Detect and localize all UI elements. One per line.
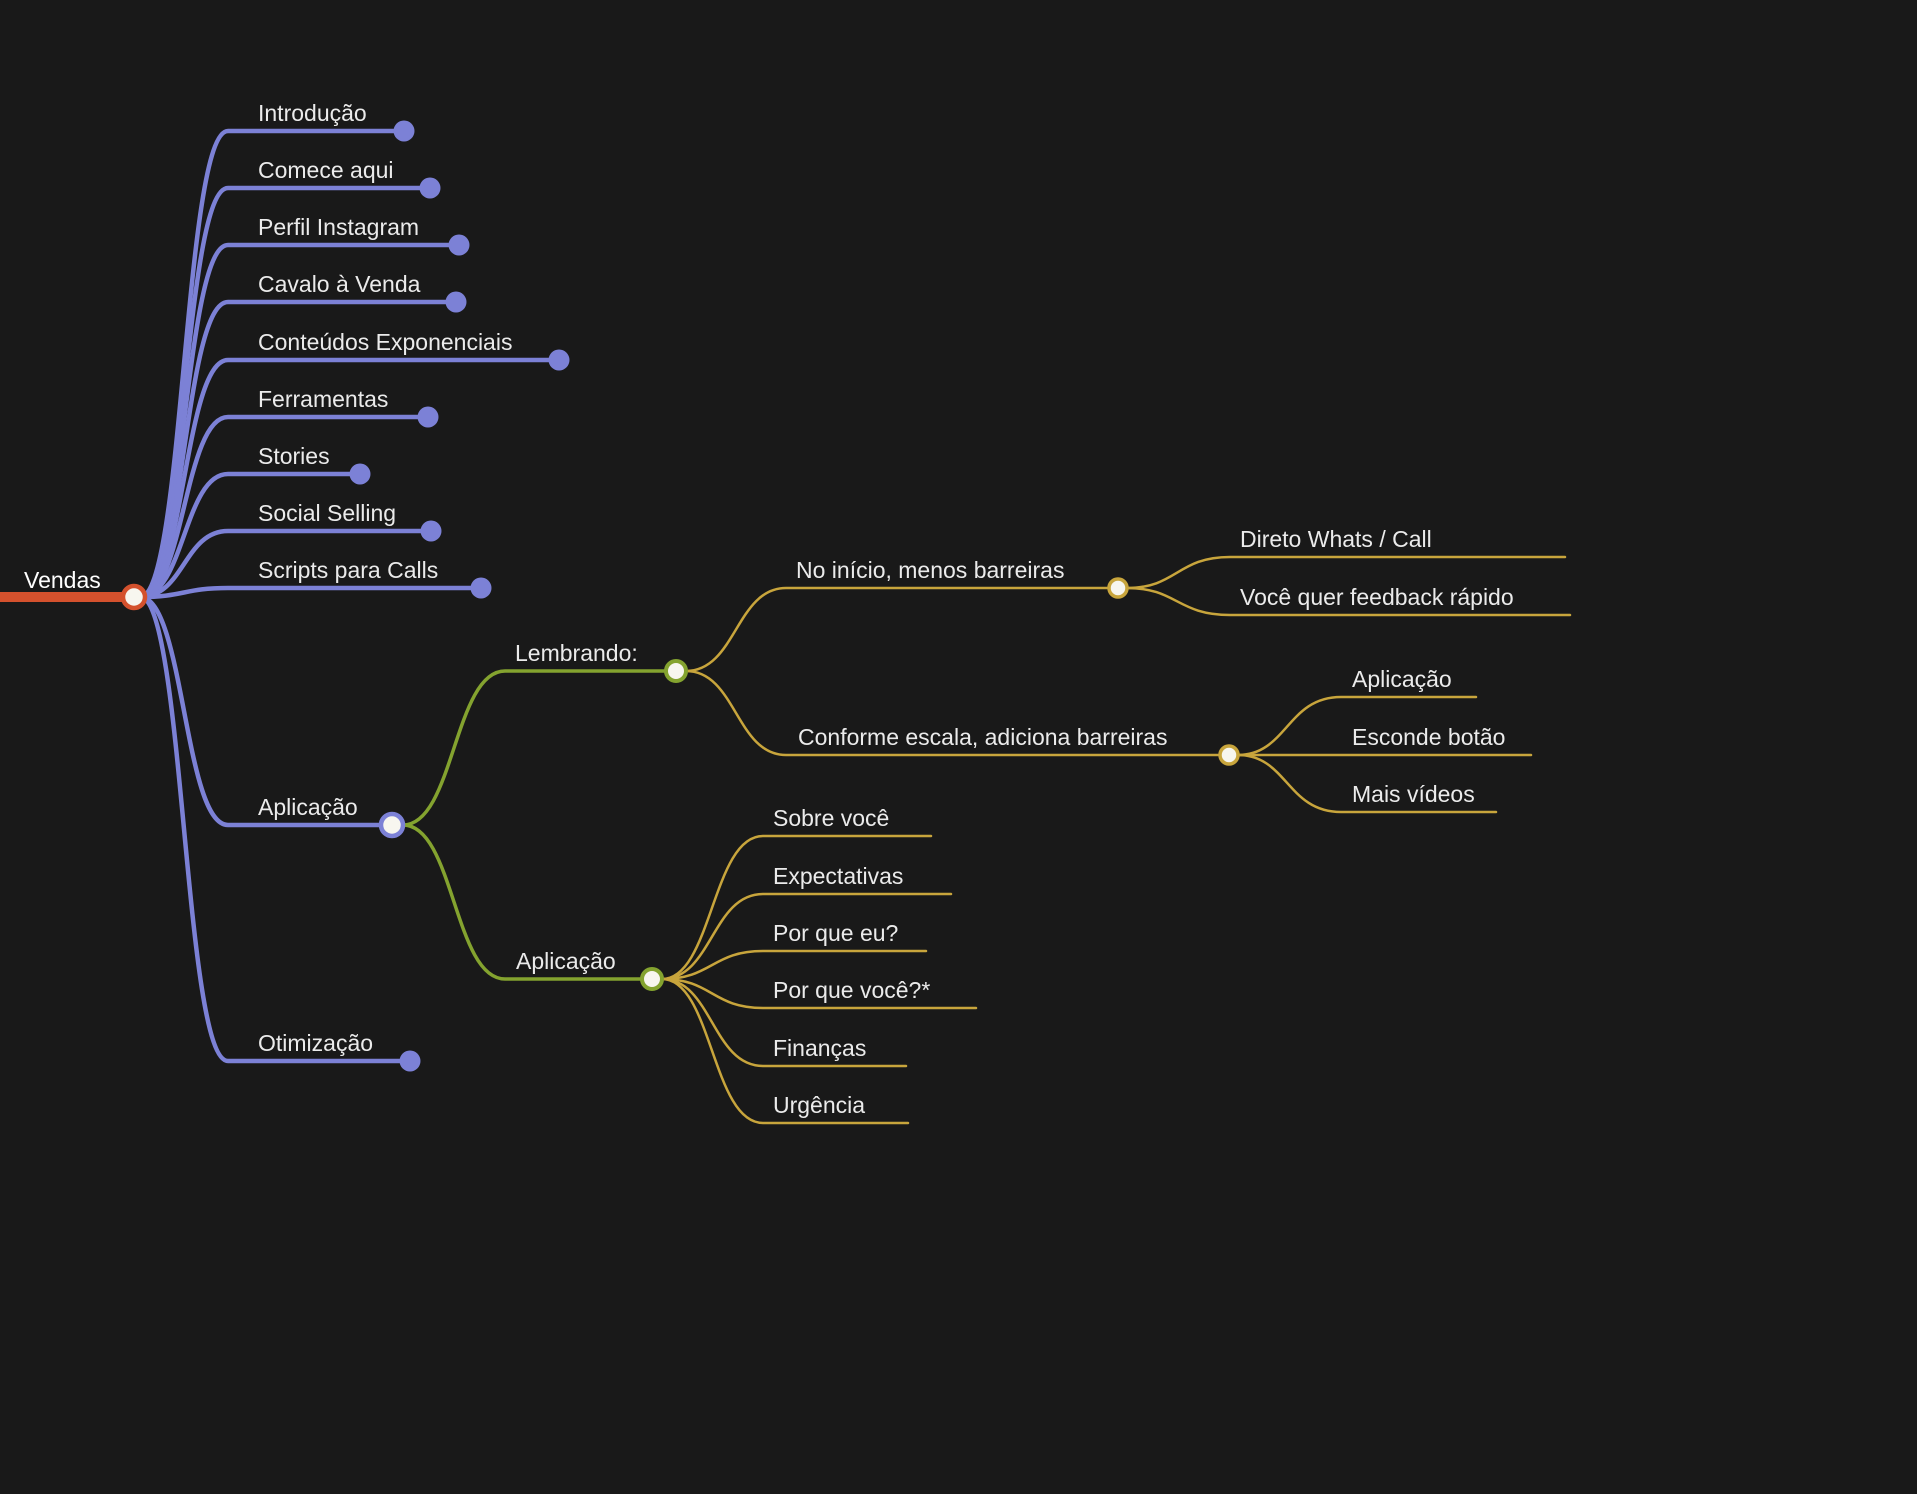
node-label-direto-whats-call[interactable]: Direto Whats / Call [1240,526,1432,552]
branch-ferramentas [137,414,431,600]
node-circle-conforme-escala[interactable] [1218,744,1240,766]
branch-lembrando [401,669,667,827]
node-circle-no-inicio[interactable] [1107,577,1129,599]
node-label-perfil-instagram[interactable]: Perfil Instagram [258,214,420,240]
node-label-sobre-voce[interactable]: Sobre você [773,805,890,831]
leaf-dot-cavalo-a-venda [445,291,467,313]
node-label-aplicacao[interactable]: Aplicação [258,794,358,820]
node-label-esconde-botao[interactable]: Esconde botão [1352,724,1506,750]
node-circle-aplicacao-2[interactable] [640,967,664,991]
leaf-dot-comece-aqui [419,177,441,199]
node-label-por-que-eu[interactable]: Por que eu? [773,920,899,946]
leaf-dot-perfil-instagram [448,234,470,256]
leaf-dot-introducao [393,120,415,142]
branch-social-selling [137,528,434,600]
branch-sobre-voce [660,834,933,981]
node-label-mais-videos[interactable]: Mais vídeos [1352,781,1475,807]
node-label-conforme-escala-adiciona-barreiras[interactable]: Conforme escala, adiciona barreiras [798,724,1168,750]
node-circle-aplicacao[interactable] [378,811,406,839]
node-label-conteudos-exponenciais[interactable]: Conteúdos Exponenciais [258,329,513,355]
branch-no-inicio-menos-barreiras [684,586,1109,673]
node-label-aplicacao-2[interactable]: Aplicação [516,948,616,974]
branch-expectativas [660,892,953,981]
branch-direto-whats-call [1125,555,1567,590]
branch-mais-videos [1236,753,1498,814]
branch-voce-quer-feedback-rapido [1125,586,1572,617]
branch-otimizacao [137,594,413,1064]
node-label-aplicacao-3[interactable]: Aplicação [1352,666,1452,692]
node-label-stories[interactable]: Stories [258,443,330,469]
leaf-dot-conteudos-exponenciais [548,349,570,371]
node-circle-vendas[interactable] [120,583,148,611]
node-label-expectativas[interactable]: Expectativas [773,863,904,889]
node-label-ferramentas[interactable]: Ferramentas [258,386,389,412]
leaf-dot-social-selling [420,520,442,542]
node-label-financas[interactable]: Finanças [773,1035,867,1061]
node-label-urgencia[interactable]: Urgência [773,1092,866,1118]
node-label-por-que-voce[interactable]: Por que você?* [773,977,931,1003]
leaf-dot-stories [349,463,371,485]
branch-aplicacao [137,594,383,828]
branch-stories [137,471,363,600]
branch-urgencia [660,977,910,1125]
branch-conforme-escala-adiciona-barreiras [684,669,1220,757]
branch-financas [660,977,908,1068]
leaf-dot-otimizacao [399,1050,421,1072]
leaf-dot-ferramentas [417,406,439,428]
node-label-social-selling[interactable]: Social Selling [258,500,397,526]
node-label-lembrando[interactable]: Lembrando: [515,640,638,666]
node-label-introducao[interactable]: Introdução [258,100,367,126]
node-label-vendas[interactable]: Vendas [24,567,101,593]
node-circle-lembrando[interactable] [664,659,688,683]
node-label-otimizacao[interactable]: Otimização [258,1030,374,1056]
branch-por-que-voce [660,977,978,1010]
branch-aplicacao-3 [1236,695,1478,757]
node-label-cavalo-a-venda[interactable]: Cavalo à Venda [258,271,421,297]
node-label-scripts-para-calls[interactable]: Scripts para Calls [258,557,439,583]
node-label-comece-aqui[interactable]: Comece aqui [258,157,394,183]
branch-scripts-para-calls [137,585,484,600]
node-label-voce-quer-feedback-rapido[interactable]: Você quer feedback rápido [1240,584,1514,610]
node-label-no-inicio-menos-barreiras[interactable]: No início, menos barreiras [796,557,1065,583]
branch-por-que-eu [660,949,928,981]
leaf-dot-scripts-para-calls [470,577,492,599]
branch-aplicacao-2 [401,823,643,981]
